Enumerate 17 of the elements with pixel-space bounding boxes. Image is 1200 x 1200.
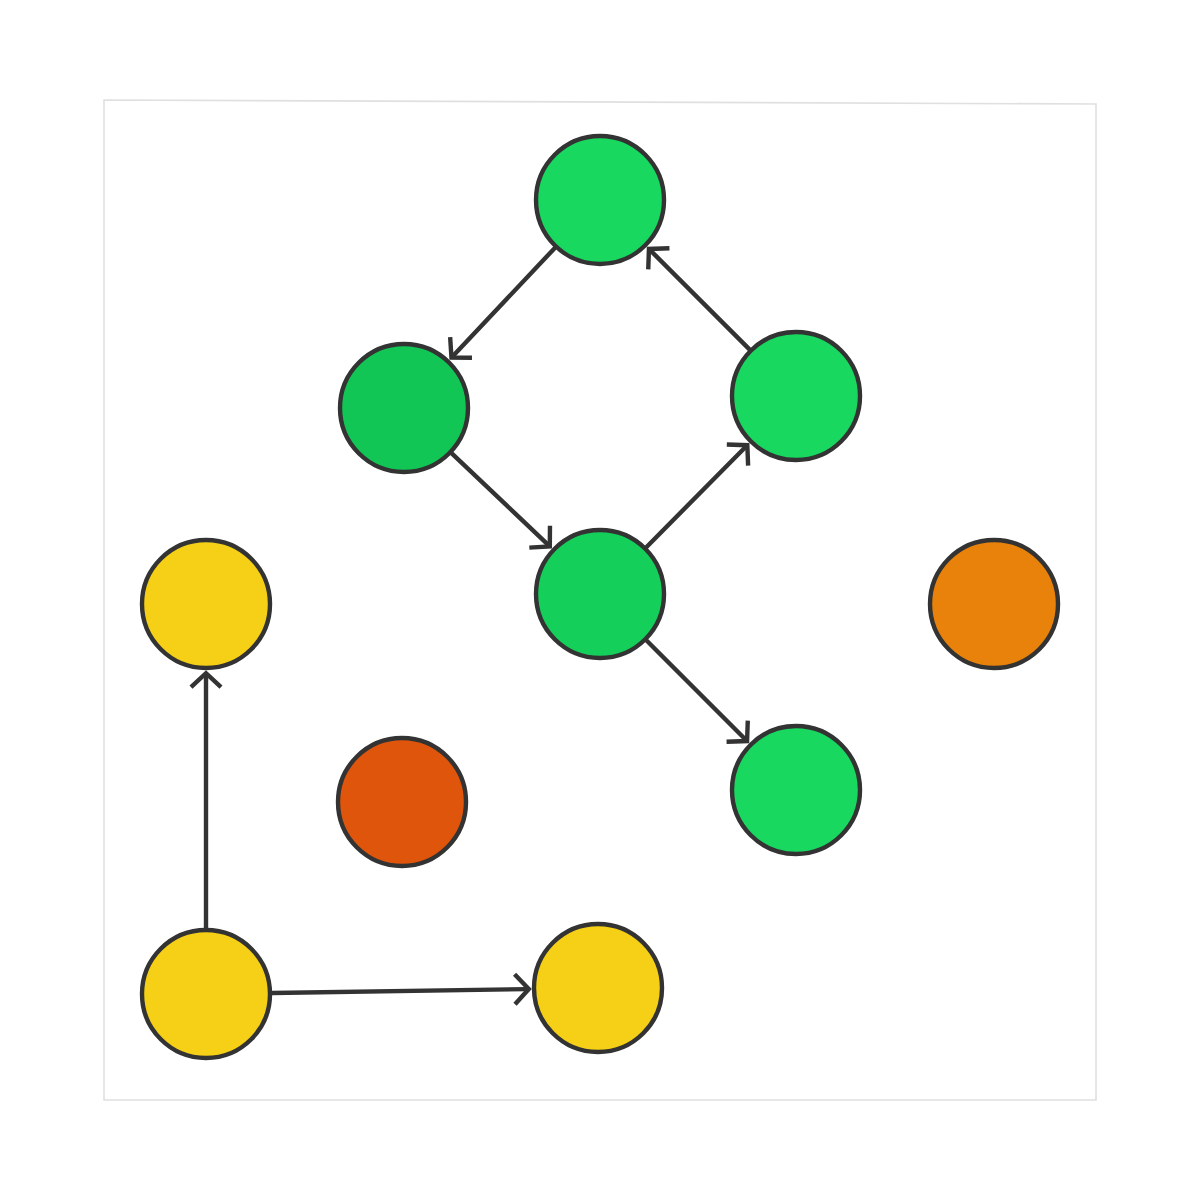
circle-node xyxy=(533,527,667,661)
circle-node xyxy=(531,921,665,1055)
arrow xyxy=(644,638,750,744)
circle-node xyxy=(139,537,273,671)
circle-node xyxy=(139,927,273,1061)
circle-node xyxy=(729,329,863,463)
arrow xyxy=(646,246,752,352)
arrow xyxy=(447,245,557,360)
circle-node xyxy=(337,341,471,475)
circle-node xyxy=(927,537,1061,671)
arrow xyxy=(644,442,751,550)
arrow xyxy=(189,670,223,930)
arrow xyxy=(449,451,553,550)
arrow xyxy=(270,972,532,1006)
circle-node xyxy=(729,723,863,857)
circle-node xyxy=(533,133,667,267)
circle-node xyxy=(335,735,469,869)
